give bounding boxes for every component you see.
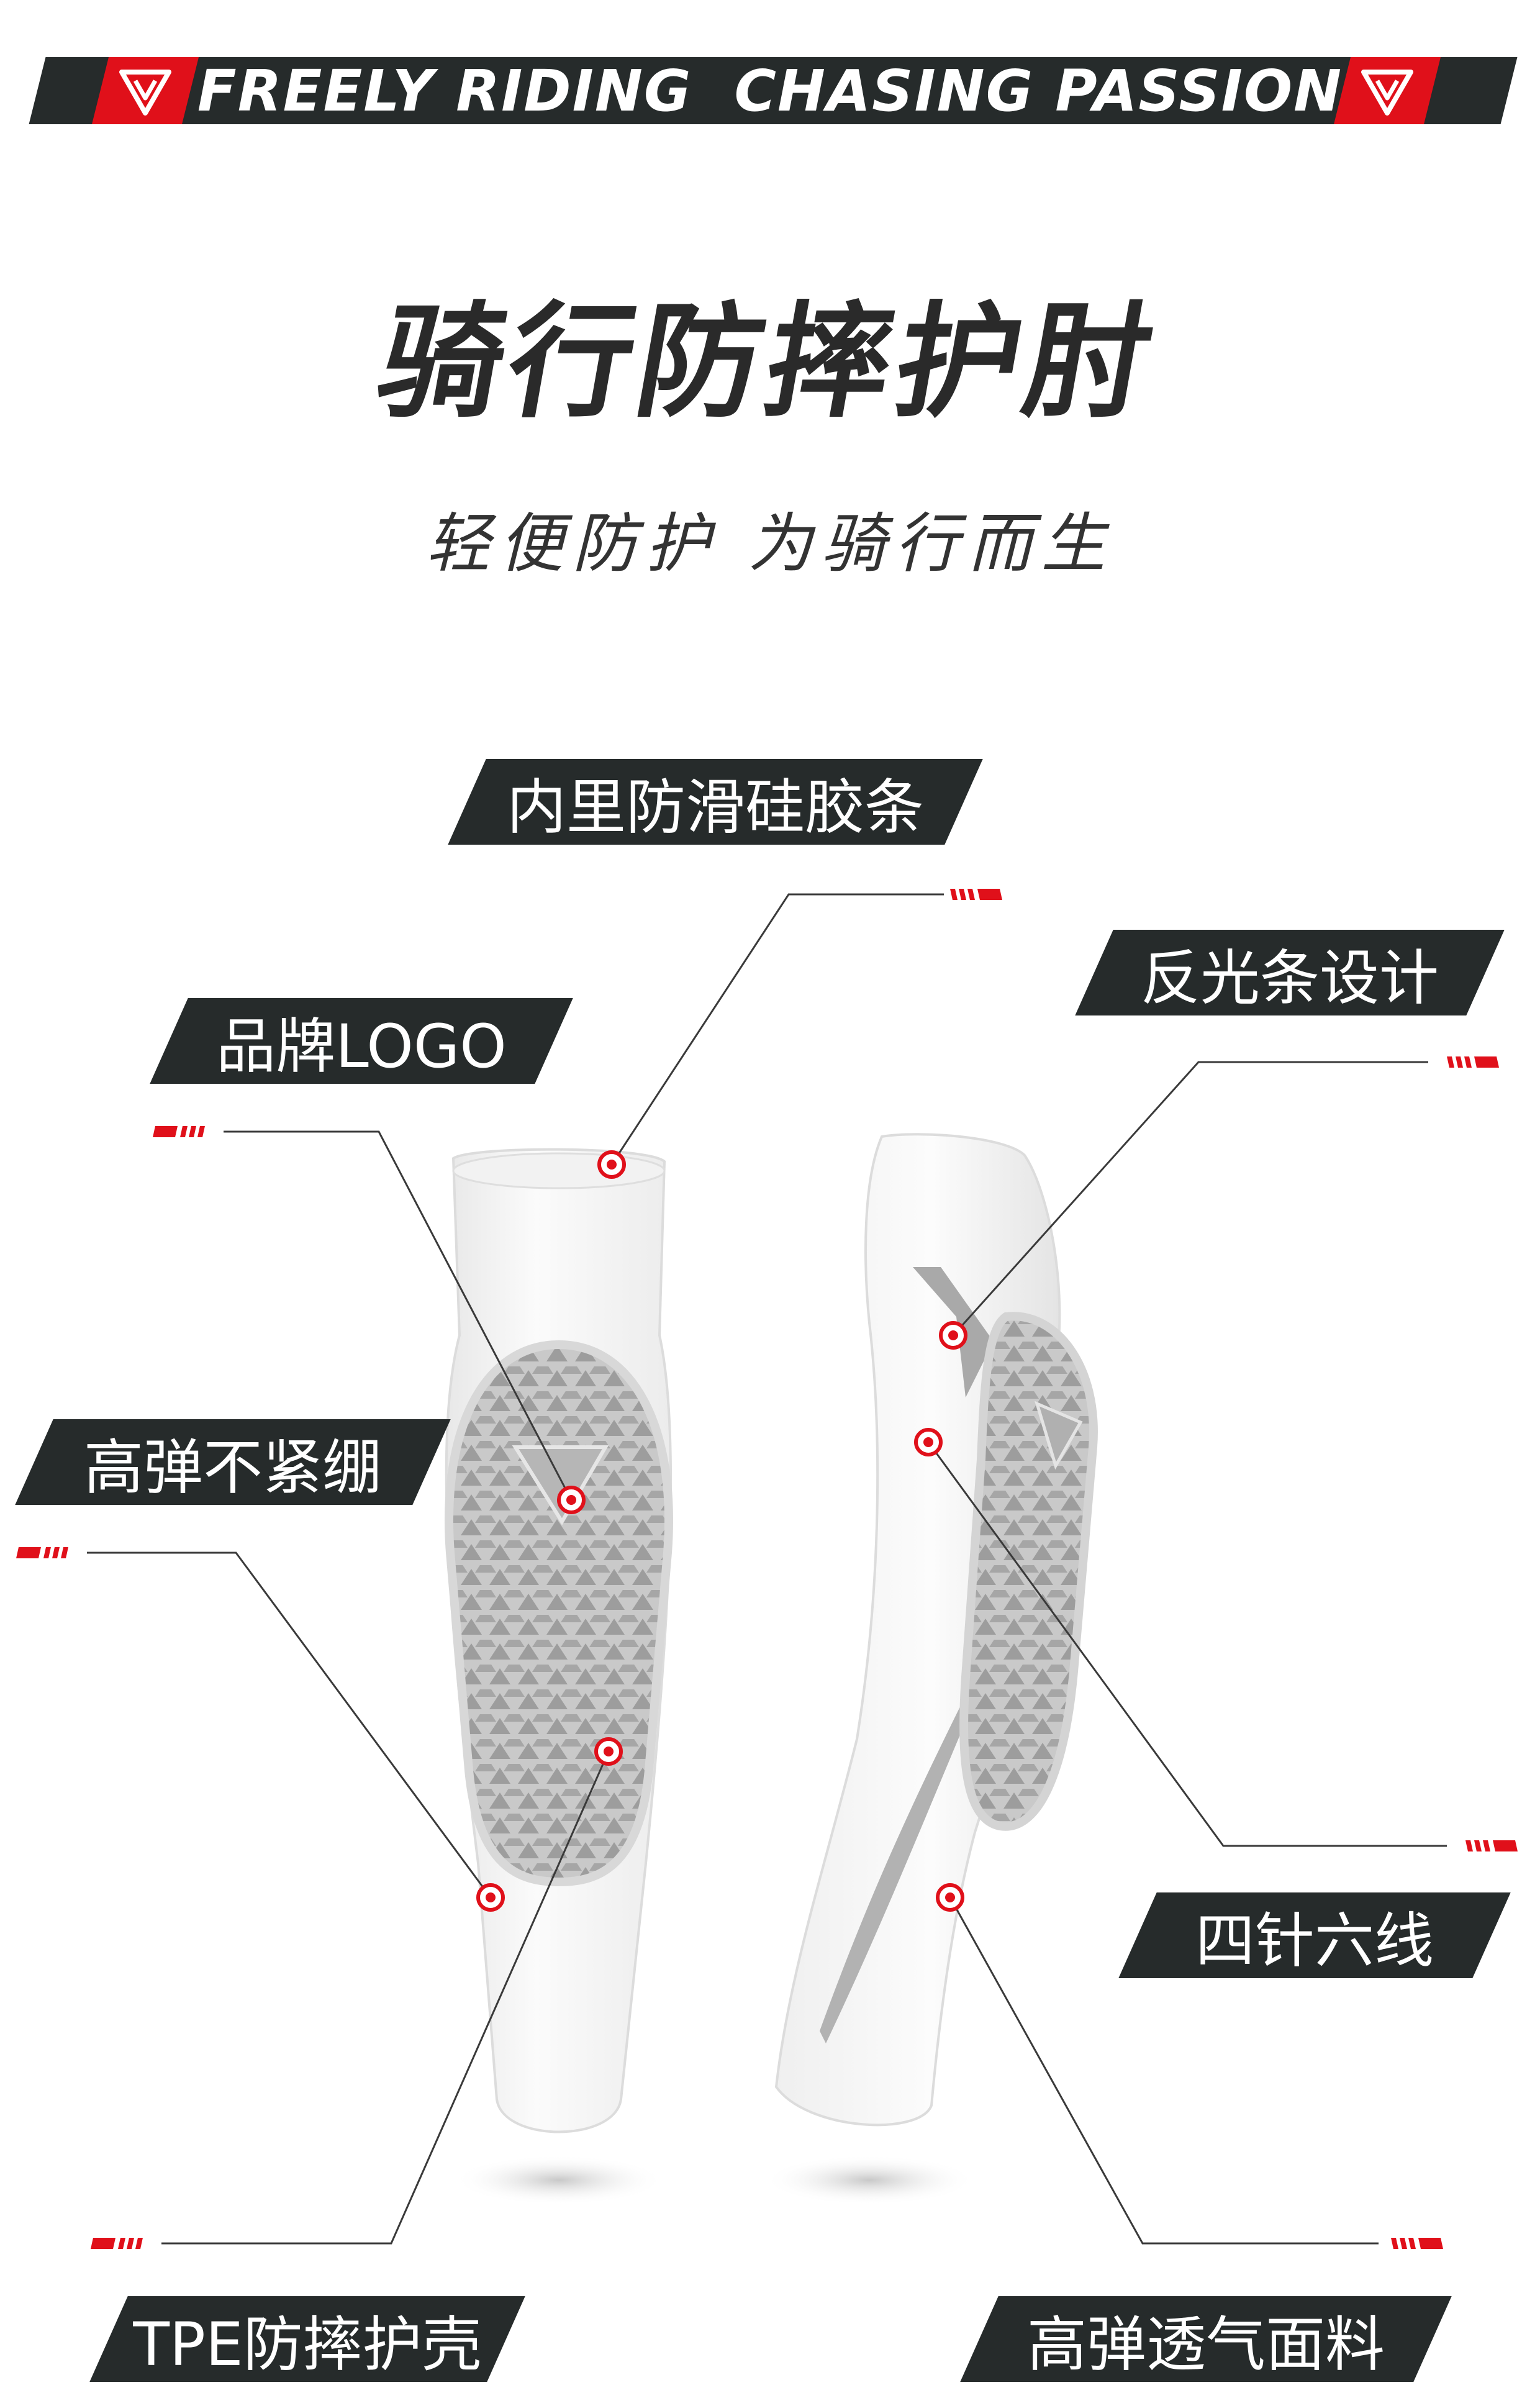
callout-markers [476,1150,967,1912]
feature-label-reflective-strip: 反光条设计 [1141,943,1439,1013]
feature-label-tpe-shell: TPE防摔护壳 [133,2309,482,2379]
feature-label-high-elastic: 高弹不紧绷 [84,1432,382,1502]
red-arrow-decorations [16,889,1518,2249]
banner-slogan: FREELY RIDING CHASING PASSION [197,57,1343,124]
target-marker-icon [914,1428,943,1456]
feature-label-four-needle-six-thread: 四针六线 [1195,1906,1434,1976]
elbow-guard-side [774,1133,1098,2127]
target-marker-icon [597,1150,626,1179]
target-marker-icon [594,1737,623,1766]
target-marker-icon [936,1883,964,1912]
feature-label-breathable-fabric: 高弹透气面料 [1027,2309,1385,2379]
target-marker-icon [939,1321,967,1350]
feature-label-anti-slip-silicone: 内里防滑硅胶条 [507,772,924,842]
feature-label-brand-logo: 品牌LOGO [216,1011,507,1081]
shadow-right [764,2155,975,2205]
callout-lines [87,893,1447,2245]
elbow-guard-front [444,1148,674,2133]
page-subtitle: 轻便防护 为骑行而生 [425,506,1115,581]
red-arrow-right-icon [16,1547,68,1558]
red-arrow-left-icon [1447,1056,1499,1068]
red-arrow-left-icon [1465,1840,1518,1851]
target-marker-icon [476,1883,505,1912]
red-arrow-right-icon [91,2238,143,2249]
red-arrow-right-icon [153,1126,205,1137]
red-arrow-left-icon [950,889,1002,900]
red-arrow-left-icon [1391,2238,1443,2249]
target-marker-icon [557,1486,586,1514]
shadow-left [453,2155,664,2205]
